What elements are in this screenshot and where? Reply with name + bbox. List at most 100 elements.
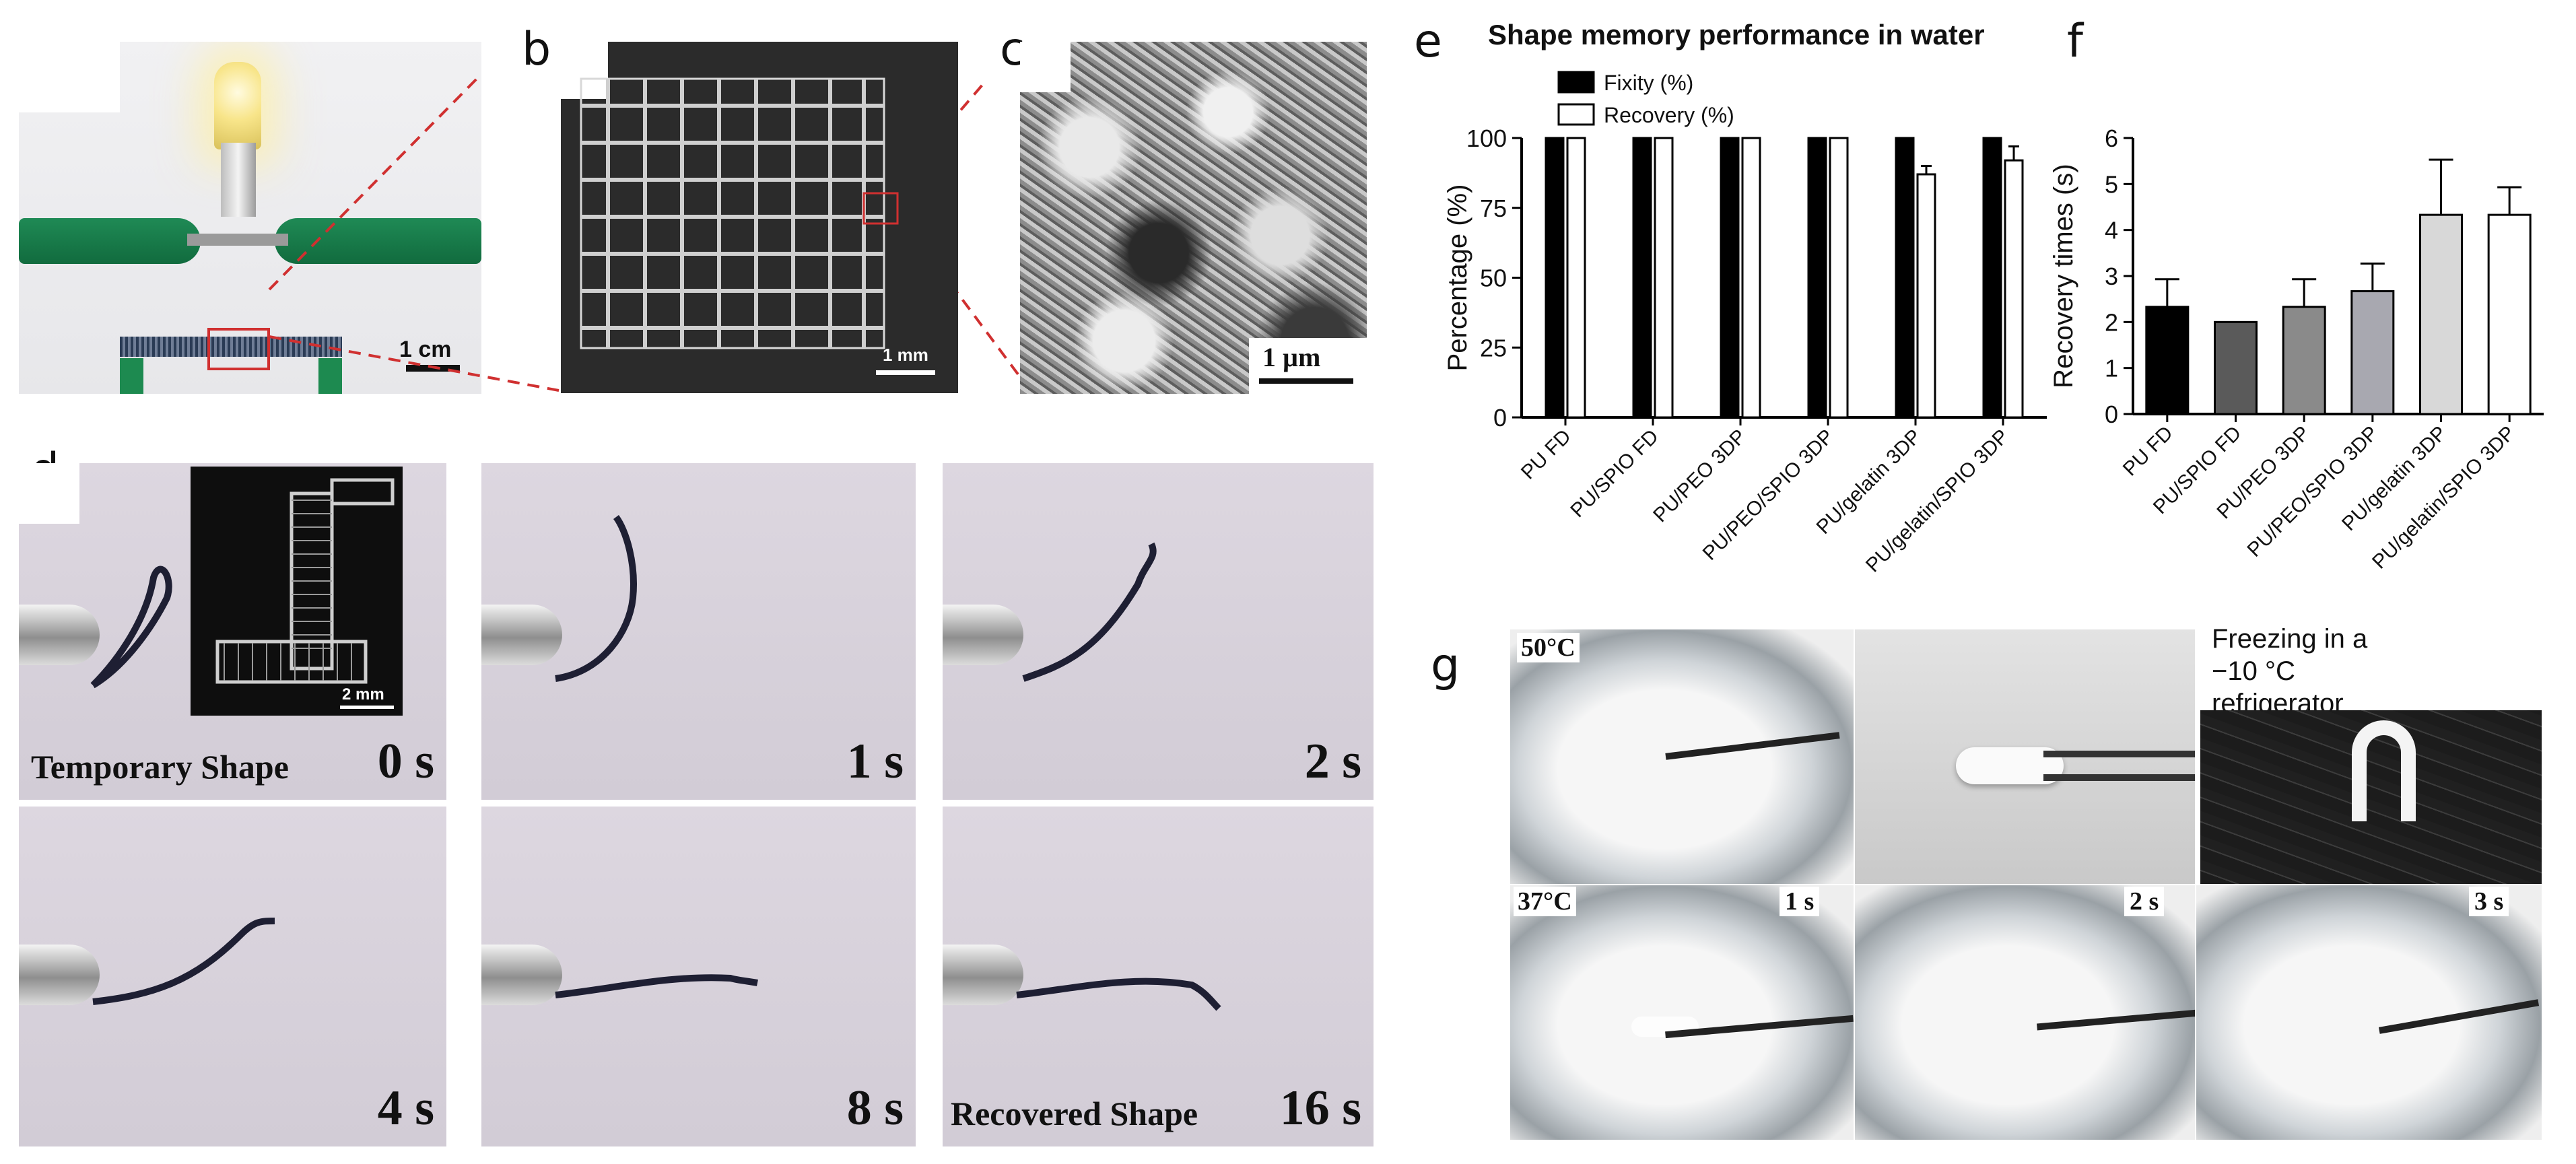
bar-fixity <box>1632 137 1652 419</box>
scaffold-strip <box>555 974 758 998</box>
bar-fixity <box>1807 137 1827 419</box>
bar-recovery-time <box>2282 306 2326 415</box>
bar-recovery-time <box>2487 213 2532 415</box>
frame-time-label: 8 s <box>846 1081 904 1136</box>
bar-recovery-time <box>2214 320 2258 415</box>
bar-fixity <box>1982 137 2002 419</box>
beaker-50c: 50°C <box>1510 629 1854 884</box>
shape-recovery-frame-5: 16 s Recovered Shape <box>943 807 1374 1146</box>
y-tick-label: 75 <box>1480 195 1507 222</box>
bar-recovery-time <box>2419 213 2463 415</box>
bar-fixity <box>1720 137 1740 419</box>
bar-recovery <box>1566 137 1586 419</box>
legend-label: Fixity (%) <box>1604 71 1693 95</box>
frame-time-label: 16 s <box>1279 1081 1361 1136</box>
y-tick-label: 1 <box>2105 355 2118 382</box>
frame-time-label: 4 s <box>377 1081 434 1136</box>
bar-recovery <box>1916 173 1936 419</box>
led-bulb <box>214 62 261 149</box>
freezing-note: Freezing in a −10 °C refrigerator <box>2212 624 2368 718</box>
scale-label-b: 1 mm <box>883 345 928 365</box>
y-tick-label: 50 <box>1480 265 1507 292</box>
time-label-g-2s: 2 s <box>2124 887 2165 916</box>
y-tick-label: 25 <box>1480 334 1507 362</box>
time-label-g-3s: 3 s <box>2469 887 2509 916</box>
shape-recovery-frame-0: 0 s Temporary Shape 2 mm <box>19 463 446 800</box>
alligator-clip <box>481 945 562 1005</box>
sem-inset-i-shape: 2 mm <box>191 467 403 716</box>
scale-label-d: 2 mm <box>342 685 384 704</box>
y-tick-label: 2 <box>2105 308 2118 336</box>
scaffold-sample <box>120 337 342 357</box>
scaffold-strip <box>92 918 275 1005</box>
y-axis-label: Recovery times (s) <box>2049 164 2078 388</box>
y-tick-label: 5 <box>2105 170 2118 198</box>
scale-bar-b <box>876 370 935 375</box>
shape-recovery-frame-2: 2 s <box>943 463 1374 800</box>
bar-recovery <box>1829 137 1849 419</box>
beaker-37c-1s: 37°C 1 s <box>1510 885 1854 1140</box>
shape-recovery-frame-3: 4 s <box>19 807 446 1146</box>
scale-bar-c <box>1259 378 1353 384</box>
panel-label-g: g <box>1431 639 1460 692</box>
frame-time-label: 0 s <box>377 734 434 789</box>
frame-caption: Recovered Shape <box>951 1095 1198 1132</box>
time-label-g-1s: 1 s <box>1780 887 1820 916</box>
panel-label-b: b <box>522 23 551 76</box>
x-tick-label: PU FD <box>1517 425 1575 484</box>
shape-recovery-frame-4: 8 s <box>481 807 916 1146</box>
scaffold-strip <box>1022 542 1157 682</box>
legend-swatch <box>1557 103 1595 126</box>
alligator-clip <box>943 605 1023 665</box>
alligator-clip-right <box>275 218 481 264</box>
y-tick-label: 6 <box>2105 125 2118 152</box>
bar-recovery-time <box>2350 290 2395 415</box>
scaffold-strip <box>90 566 172 689</box>
x-tick-label: PU FD <box>2119 422 2177 481</box>
legend-label: Recovery (%) <box>1604 103 1734 127</box>
x-tick-label: PU/PEO/SPIO 3DP <box>2243 422 2383 561</box>
alligator-clip <box>481 605 562 665</box>
sem-scaffold-grid: 1 mm <box>561 42 958 393</box>
y-tick-label: 0 <box>1493 404 1507 432</box>
photo-folded-scaffold <box>1855 629 2195 884</box>
frame-time-label: 2 s <box>1304 734 1361 789</box>
y-tick-label: 100 <box>1466 125 1507 152</box>
scaffold-strip <box>555 515 637 682</box>
shape-recovery-frame-1: 1 s <box>481 463 916 800</box>
frame-time-label: 1 s <box>846 734 904 789</box>
y-axis-label: Percentage (%) <box>1443 184 1472 372</box>
y-tick-label: 4 <box>2105 217 2118 244</box>
alligator-clip <box>19 605 100 665</box>
y-tick-label: 3 <box>2105 263 2118 290</box>
x-tick-label: PU/gelatin/SPIO 3DP <box>1862 425 2013 577</box>
alligator-clip <box>19 945 100 1005</box>
chart-e-title: Shape memory performance in water <box>1488 19 1985 50</box>
bar-recovery <box>1654 137 1674 419</box>
panel-label-e: e <box>1414 15 1442 68</box>
scale-label-c: 1 µm <box>1262 342 1321 372</box>
alligator-clip-left <box>19 218 201 264</box>
bar-fixity <box>1895 137 1915 419</box>
frame-caption: Temporary Shape <box>31 748 289 786</box>
alligator-clip <box>943 945 1023 1005</box>
beaker-37c-2s: 2 s <box>1855 885 2195 1140</box>
scale-label-a: 1 cm <box>399 337 452 362</box>
scaffold-strip <box>1016 978 1221 1011</box>
sem-fiber-microstructure: 1 µm <box>1020 42 1367 394</box>
temp-label-37c: 37°C <box>1514 887 1576 916</box>
bar-recovery-time <box>2145 306 2190 415</box>
bar-recovery <box>1741 137 1761 419</box>
bar-fixity <box>1545 137 1565 419</box>
x-tick-label: PU/SPIO FD <box>1566 425 1663 522</box>
legend-swatch <box>1557 71 1595 94</box>
y-tick-label: 0 <box>2105 401 2118 428</box>
photo-frozen-scaffold <box>2200 710 2542 884</box>
scale-bar-d <box>340 706 394 709</box>
temp-label-50c: 50°C <box>1517 633 1580 662</box>
beaker-37c-3s: 3 s <box>2196 885 2542 1140</box>
bar-recovery <box>2004 159 2024 419</box>
panel-label-f: f <box>2067 15 2083 68</box>
